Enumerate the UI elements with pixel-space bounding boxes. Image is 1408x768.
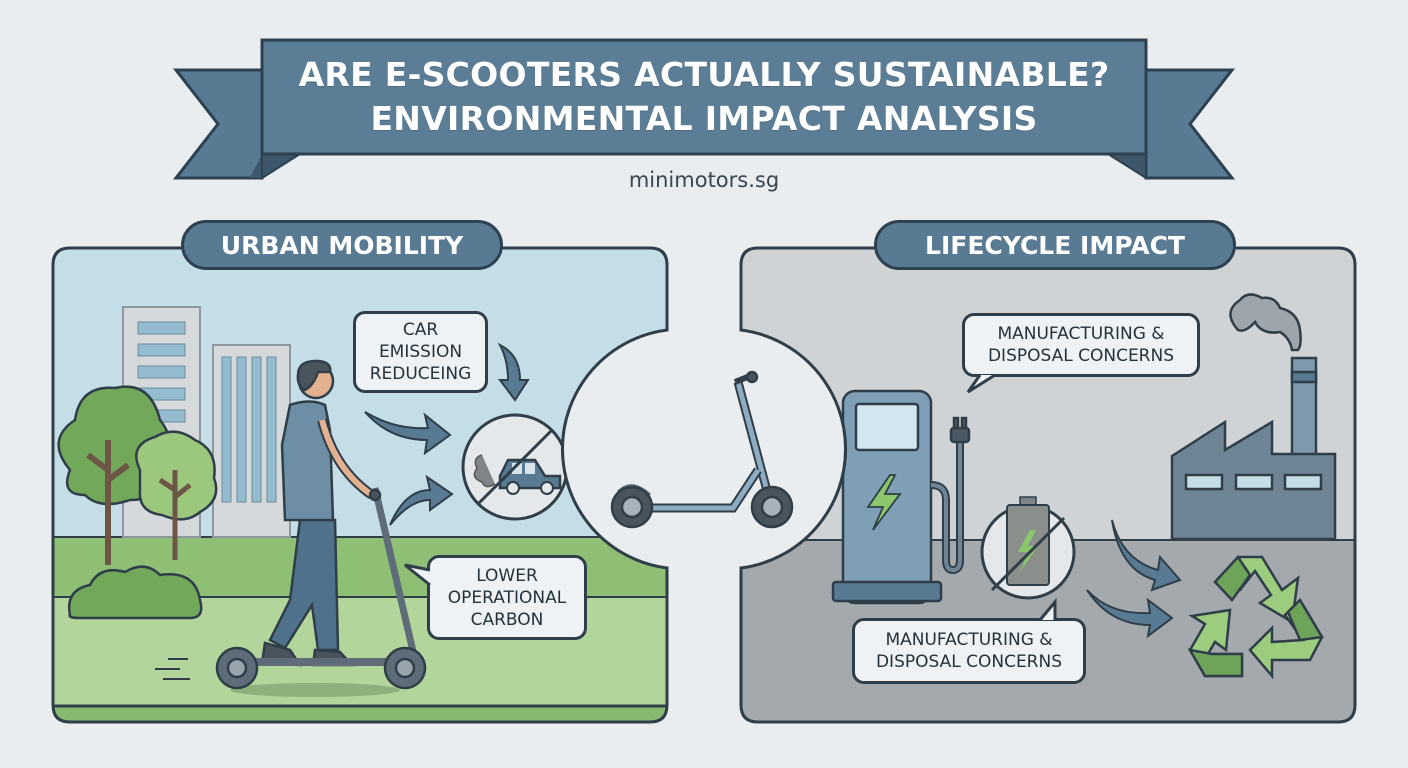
callout-line: MANUFACTURING & xyxy=(997,324,1165,344)
callout-lower-operational-carbon: LOWER OPERATIONAL CARBON xyxy=(427,555,587,640)
factory-icon xyxy=(1170,293,1337,541)
callout-line: LOWER xyxy=(476,565,538,586)
callout-line: MANUFACTURING & xyxy=(885,630,1053,650)
arrow-icon xyxy=(364,342,530,526)
no-car-emission-icon xyxy=(461,413,569,521)
charging-station-icon xyxy=(831,389,971,605)
smoke-icon xyxy=(1229,293,1302,352)
lifecycle-impact-heading-text: LIFECYCLE IMPACT xyxy=(925,230,1185,260)
callout-line: DISPOSAL CONCERNS xyxy=(987,346,1175,366)
callout-line: CAR xyxy=(402,320,439,340)
callout-line: CARBON xyxy=(470,609,544,630)
callout-car-emission: CAR EMISSION REDUCEING xyxy=(353,311,488,393)
title-line-2: ENVIRONMENTAL IMPACT ANALYSIS xyxy=(370,99,1038,138)
callout-line: DISPOSAL CONCERNS xyxy=(875,652,1063,672)
recycle-icon xyxy=(1187,554,1325,680)
website-label: minimotors.sg xyxy=(628,168,780,192)
lifecycle-impact-heading: LIFECYCLE IMPACT xyxy=(874,220,1236,270)
callout-manufacturing-bottom: MANUFACTURING & DISPOSAL CONCERNS xyxy=(852,618,1086,684)
tree-icon xyxy=(57,385,218,620)
page-title: ARE E-SCOOTERS ACTUALLY SUSTAINABLE? ENV… xyxy=(262,40,1146,154)
urban-mobility-heading: URBAN MOBILITY xyxy=(181,220,503,270)
title-banner xyxy=(172,38,1236,180)
callout-manufacturing-top: MANUFACTURING & DISPOSAL CONCERNS xyxy=(962,313,1200,377)
callout-line: REDUCEING xyxy=(369,364,472,384)
title-line-1: ARE E-SCOOTERS ACTUALLY SUSTAINABLE? xyxy=(298,55,1110,94)
person-on-scooter-icon xyxy=(155,359,427,697)
callout-line: EMISSION xyxy=(378,342,463,362)
callout-line: OPERATIONAL xyxy=(447,587,567,608)
arrow-icon xyxy=(1086,519,1182,639)
urban-mobility-panel xyxy=(51,246,669,724)
lifecycle-impact-panel xyxy=(739,246,1357,724)
no-battery-icon xyxy=(980,496,1076,600)
e-scooter-icon xyxy=(610,370,794,529)
urban-mobility-heading-text: URBAN MOBILITY xyxy=(220,230,464,260)
